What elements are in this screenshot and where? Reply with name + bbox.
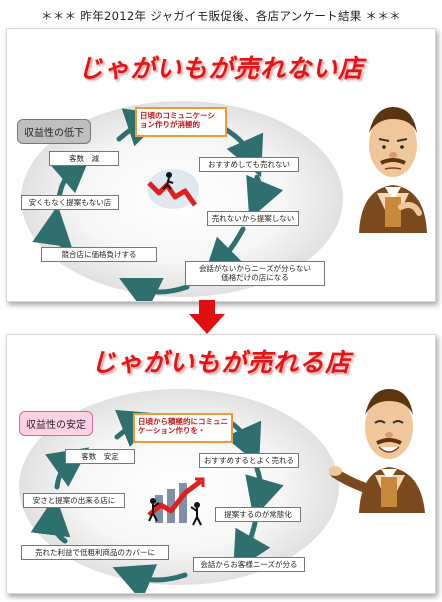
callout-profit-decline: 収益性の低下 (17, 119, 91, 144)
start-box-not-selling: 日頃のコミュニケーション作りが消極的 (135, 107, 227, 137)
smiling-shopkeeper-icon (329, 389, 425, 513)
cycle-item-no-value-store: 安くもなく提案もない店 (21, 195, 119, 211)
page-header: ＊＊＊ 昨年2012年 ジャガイモ販促後、各店アンケート結果 ＊＊＊ (41, 9, 401, 23)
cycle-item-recommend-not-selling: おすすめしても売れない (199, 157, 299, 173)
cycle-item-price-loss: 競合店に価格負けする (41, 247, 157, 263)
panel-not-selling: じゃがいもが売れない店 収益性の低下 日頃のコミュニケーション作りが消極的 おす… (6, 28, 436, 302)
panel-title-not-selling: じゃがいもが売れない店 (77, 54, 364, 83)
rising-graph-icon (147, 477, 205, 526)
down-arrow-icon (189, 300, 225, 334)
cycle-item-recommend-sells: おすすめするとよく売れる (199, 453, 299, 469)
cycle-item-no-proposal: 売れないから提案しない (207, 211, 299, 227)
panel-title-selling: じゃがいもが売れる店 (90, 348, 351, 377)
worried-shopkeeper-icon (359, 107, 427, 233)
cycle-item-customers-down: 客数 減 (49, 151, 119, 167)
start-box-selling: 日頃から積極的にコミュニケーション作りを・ (133, 413, 233, 443)
cycle-item-customers-stable: 客数 安定 (65, 449, 135, 465)
cycle-item-know-needs: 会話からお客様ニーズが分る (193, 557, 305, 573)
falling-graph-icon (147, 169, 199, 209)
cycle-item-value-store: 安さと提案の出来る店に (23, 493, 125, 509)
cycle-item-no-needs: 会話がないからニーズが分らない 価格だけの店になる (185, 261, 325, 286)
cycle-item-profit-cover: 売れた利益で低粗利商品のカバーに (21, 545, 169, 561)
cycle-item-proposal-routine: 提案するのが常態化 (215, 507, 301, 523)
callout-profit-stable: 収益性の安定 (19, 411, 93, 436)
cycle-arrows (30, 409, 284, 593)
panel-selling: じゃがいもが売れる店 収益性の安定 日頃から積極的にコミュニケーション作りを・ … (6, 334, 436, 594)
